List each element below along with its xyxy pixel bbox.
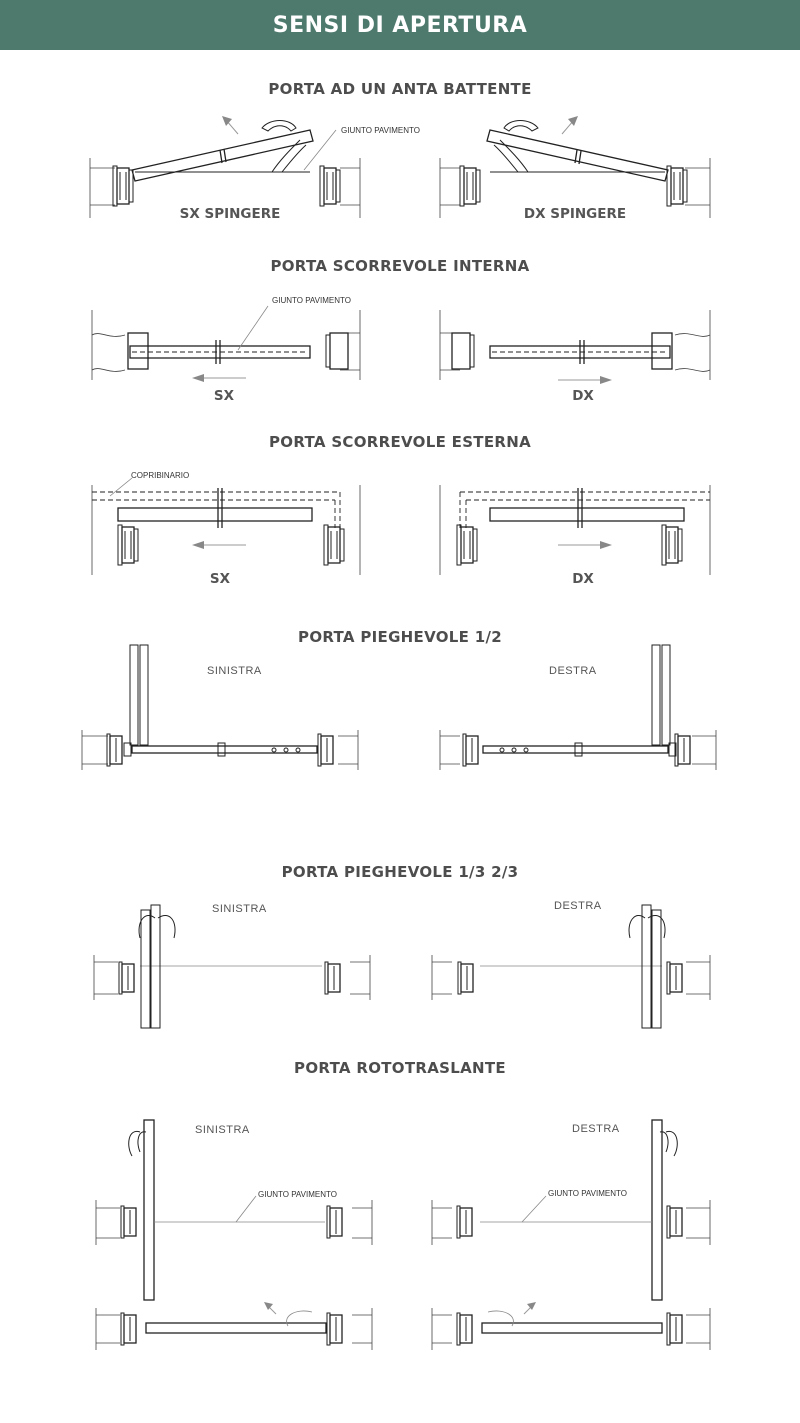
rototraslante-left-label: SINISTRA <box>195 1124 250 1136</box>
scorrevole-interna-left-drawing <box>91 305 361 382</box>
pieghevole-half-right-drawing <box>439 644 717 770</box>
section-title-scorrevole-esterna: PORTA SCORREVOLE ESTERNA <box>269 433 531 451</box>
battente-left-drawing <box>89 116 361 218</box>
pieghevole-third-right-drawing <box>431 904 711 1029</box>
rototraslante-left-drawing <box>95 1119 373 1350</box>
rototraslante-right-note: GIUNTO PAVIMENTO <box>548 1189 627 1198</box>
scorrevole-interna-right-drawing <box>439 310 711 384</box>
section-title-pieghevole-third: PORTA PIEGHEVOLE 1/3 2/3 <box>281 863 519 881</box>
scorrevole-esterna-left-label: SX <box>209 571 231 587</box>
scorrevole-interna-left-label: SX <box>213 388 235 404</box>
battente-right-drawing <box>439 116 711 218</box>
section-title-battente: PORTA AD UN ANTA BATTENTE <box>268 80 532 98</box>
scorrevole-esterna-right-label: DX <box>572 571 594 587</box>
rototraslante-left-note: GIUNTO PAVIMENTO <box>258 1190 337 1199</box>
page-title: SENSI DI APERTURA <box>272 12 528 38</box>
battente-note: GIUNTO PAVIMENTO <box>341 126 420 135</box>
pieghevole-half-left-drawing <box>81 644 359 770</box>
pieghevole-third-left-label: SINISTRA <box>212 903 267 915</box>
section-title-rototraslante: PORTA ROTOTRASLANTE <box>294 1059 506 1077</box>
rototraslante-right-drawing <box>431 1119 711 1350</box>
pieghevole-third-right-label: DESTRA <box>554 900 602 912</box>
scorrevole-esterna-note: COPRIBINARIO <box>131 471 190 480</box>
pieghevole-third-left-drawing <box>93 904 371 1029</box>
scorrevole-esterna-right-drawing <box>439 485 711 575</box>
pieghevole-half-left-label: SINISTRA <box>207 665 262 677</box>
section-title-pieghevole-half: PORTA PIEGHEVOLE 1/2 <box>298 628 502 646</box>
section-title-scorrevole-interna: PORTA SCORREVOLE INTERNA <box>270 257 530 275</box>
battente-right-label: DX SPINGERE <box>523 206 627 222</box>
scorrevole-interna-right-label: DX <box>572 388 594 404</box>
pieghevole-half-right-label: DESTRA <box>549 665 597 677</box>
scorrevole-interna-note: GIUNTO PAVIMENTO <box>272 296 351 305</box>
rototraslante-right-label: DESTRA <box>572 1123 620 1135</box>
battente-left-label: SX SPINGERE <box>179 206 281 222</box>
header-bar: SENSI DI APERTURA <box>0 0 800 50</box>
scorrevole-esterna-left-drawing <box>91 477 361 575</box>
